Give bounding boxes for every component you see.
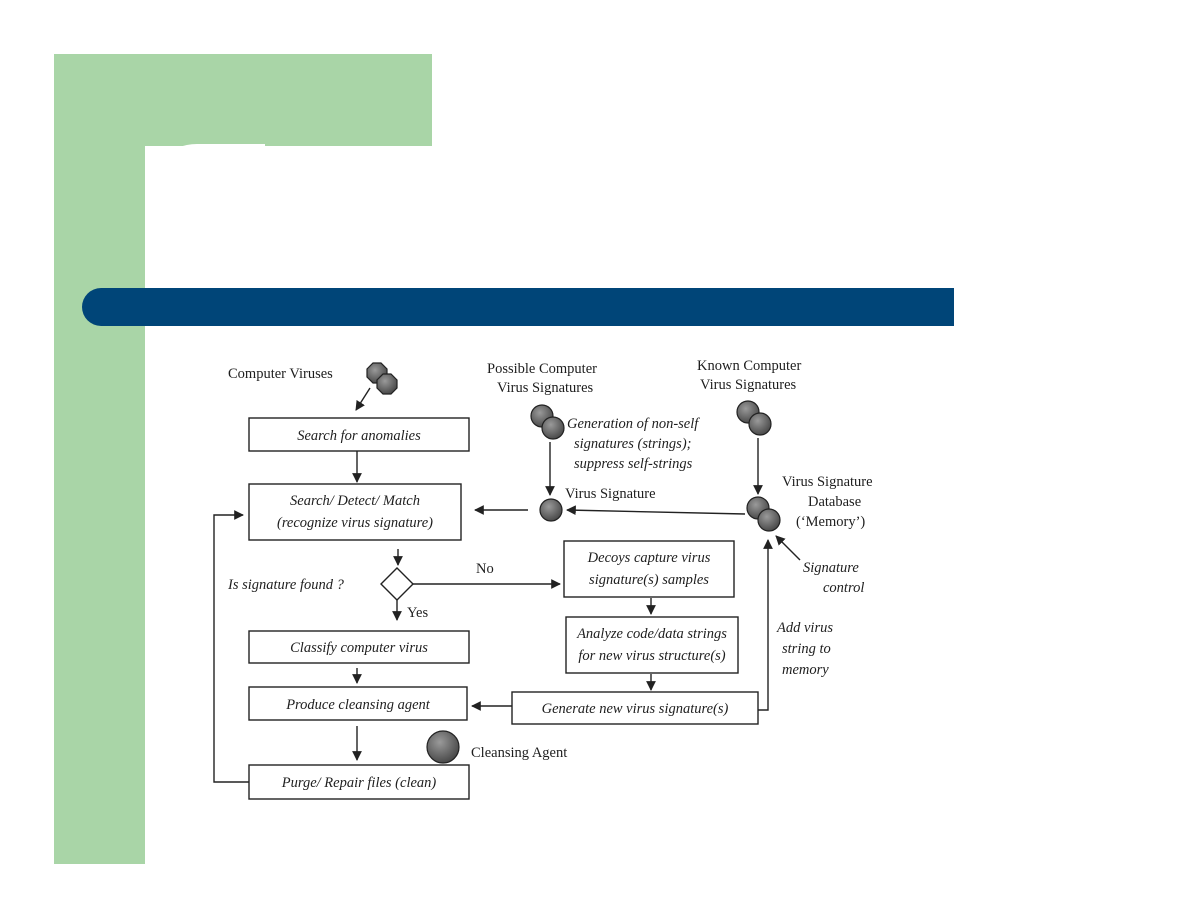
label-decision: Is signature found ? bbox=[227, 577, 345, 593]
label-no: No bbox=[476, 561, 494, 577]
known-signatures-icon bbox=[736, 400, 772, 436]
possible-signatures-icon bbox=[530, 404, 565, 440]
box-purge-repair bbox=[248, 764, 470, 800]
text-produce: Produce cleansing agent bbox=[285, 697, 431, 713]
box-search-anomalies bbox=[248, 417, 470, 452]
text-analyze-2: for new virus structure(s) bbox=[578, 648, 725, 664]
text-classify: Classify computer virus bbox=[290, 640, 428, 656]
label-yes: Yes bbox=[407, 605, 428, 621]
green-accent-top bbox=[54, 54, 432, 146]
label-add-virus-2: string to bbox=[782, 641, 831, 657]
label-generation-3: suppress self-strings bbox=[574, 456, 693, 472]
label-database-3: (‘Memory’) bbox=[796, 514, 865, 530]
label-known-signatures-2: Virus Signatures bbox=[700, 377, 797, 393]
label-add-virus-3: memory bbox=[782, 662, 829, 678]
computer-viruses-icon bbox=[366, 362, 398, 395]
text-purge: Purge/ Repair files (clean) bbox=[281, 775, 437, 791]
box-decoys-capture bbox=[563, 540, 735, 598]
label-database-1: Virus Signature bbox=[782, 474, 873, 490]
box-produce-cleansing bbox=[248, 686, 468, 721]
content-corner bbox=[145, 144, 265, 264]
text-search-detect-2: (recognize virus signature) bbox=[277, 515, 433, 531]
label-possible-signatures-2: Virus Signatures bbox=[497, 380, 594, 396]
text-decoys-1: Decoys capture virus bbox=[587, 550, 711, 566]
signature-database-icon bbox=[746, 496, 781, 532]
label-add-virus-1: Add virus bbox=[776, 620, 833, 636]
text-analyze-1: Analyze code/data strings bbox=[576, 626, 727, 642]
title-bar bbox=[82, 288, 954, 326]
label-virus-signature: Virus Signature bbox=[565, 486, 656, 502]
text-generate: Generate new virus signature(s) bbox=[542, 701, 729, 717]
text-search-detect-1: Search/ Detect/ Match bbox=[290, 493, 420, 509]
label-generation-2: signatures (strings); bbox=[574, 436, 691, 452]
label-signature-control-1: Signature bbox=[803, 560, 859, 576]
box-search-detect-match bbox=[248, 483, 462, 541]
box-classify-virus bbox=[248, 630, 470, 664]
label-cleansing-agent: Cleansing Agent bbox=[471, 745, 567, 761]
green-accent-left bbox=[54, 146, 145, 864]
box-generate-signature bbox=[511, 691, 759, 725]
decision-diamond bbox=[380, 567, 414, 601]
cleansing-agent-icon bbox=[426, 730, 460, 764]
connectors bbox=[213, 387, 801, 783]
label-possible-signatures-1: Possible Computer bbox=[487, 361, 597, 377]
text-search-anomalies: Search for anomalies bbox=[297, 428, 421, 444]
virus-signature-icon bbox=[539, 498, 563, 522]
box-analyze-code bbox=[565, 616, 739, 674]
label-generation-1: Generation of non-self bbox=[567, 416, 700, 432]
label-known-signatures-1: Known Computer bbox=[697, 358, 801, 374]
label-computer-viruses: Computer Viruses bbox=[228, 366, 333, 382]
label-signature-control-2: control bbox=[823, 580, 864, 596]
text-decoys-2: signature(s) samples bbox=[589, 572, 709, 588]
label-database-2: Database bbox=[808, 494, 861, 510]
